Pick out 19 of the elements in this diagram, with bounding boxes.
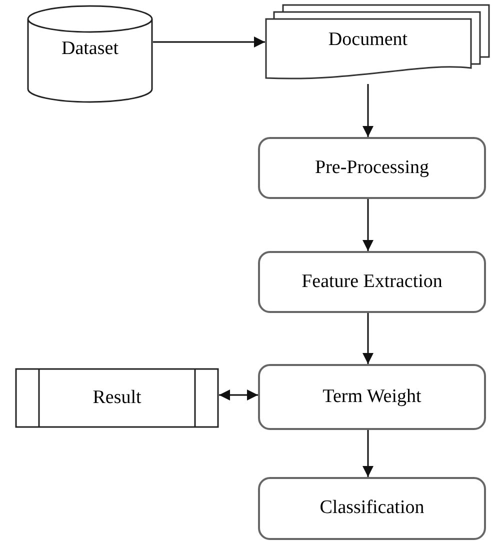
node-label: Pre-Processing xyxy=(315,156,429,180)
database-cylinder xyxy=(27,5,153,103)
node-label: Feature Extraction xyxy=(302,270,442,294)
process-box xyxy=(258,251,486,313)
process-box xyxy=(258,364,486,430)
arrow xyxy=(153,36,265,48)
node-label: Term Weight xyxy=(322,384,422,409)
process-box xyxy=(258,477,486,540)
predefined-process-box xyxy=(15,368,219,428)
arrow xyxy=(362,199,374,251)
arrow xyxy=(362,313,374,364)
node-label: Document xyxy=(328,28,408,52)
node-label: Dataset xyxy=(62,37,118,61)
process-box xyxy=(258,137,486,199)
arrow xyxy=(362,430,374,477)
node-label: Classification xyxy=(320,496,424,520)
arrow xyxy=(219,390,258,400)
node-label: Result xyxy=(92,386,142,410)
arrow xyxy=(362,84,374,137)
